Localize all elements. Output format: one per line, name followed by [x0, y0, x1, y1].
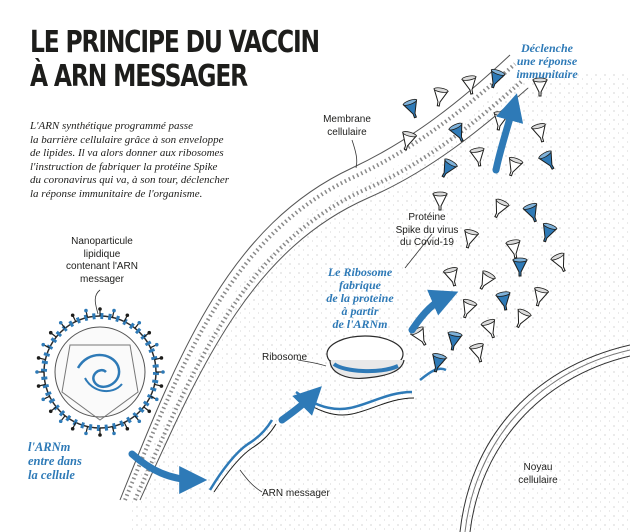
spike-protein-icon: [442, 267, 458, 287]
spike-protein-icon: [516, 308, 532, 329]
spike-protein-icon: [534, 287, 550, 307]
spike-protein-icon: [432, 191, 448, 211]
spike-protein-icon: [447, 331, 463, 351]
lipid-head: [154, 342, 159, 347]
spike-protein-icon: [468, 343, 484, 363]
spike-protein-icon: [479, 270, 497, 290]
mrna-label: ARN messager: [262, 488, 330, 499]
spike-protein-icon: [402, 131, 418, 151]
lipid-head: [41, 342, 46, 347]
spike-protein-icon: [512, 257, 528, 277]
lipid-head: [147, 409, 152, 414]
lipid-head: [154, 397, 159, 402]
spike-protein-icon: [494, 198, 510, 219]
spike-protein-icon: [480, 318, 496, 339]
nucleus-label: Noyau cellulaire: [518, 462, 558, 486]
spike-protein-icon: [448, 122, 464, 143]
lipid-head: [147, 330, 152, 335]
nanoparticle-lipid-spikes: [35, 307, 165, 437]
lipid-head: [70, 426, 75, 431]
cell-membrane: [119, 54, 529, 501]
lipid-head: [84, 308, 88, 313]
lipid-head: [161, 370, 165, 374]
intro-text: L'ARN synthétique programmé passe la bar…: [30, 120, 230, 200]
nanoparticle-label: Nanoparticule lipidique contenant l'ARN …: [66, 236, 138, 285]
lipid-head: [98, 307, 102, 311]
lipid-head: [137, 320, 142, 325]
spike-protein-icon: [462, 298, 478, 319]
spike-protein-icon: [508, 156, 524, 177]
lipid-head: [35, 370, 39, 374]
spike-protein-icon: [469, 147, 485, 167]
spike-protein-icon: [402, 98, 418, 119]
lipid-head: [125, 426, 130, 431]
lipid-head: [70, 313, 75, 318]
lipid-head: [41, 397, 46, 402]
immune-response-callout: Déclenche une réponse immunitaire: [516, 41, 578, 81]
membrane-label: Membrane cellulaire: [323, 114, 371, 138]
lipid-head: [58, 419, 63, 424]
lipid-head: [58, 320, 63, 325]
lipid-head: [112, 431, 116, 436]
lipid-head: [48, 409, 53, 414]
lipid-head: [137, 419, 142, 424]
spike-protein-icon: [461, 75, 477, 95]
leader-lines: [94, 139, 433, 493]
lipid-head: [112, 308, 116, 313]
spike-protein-icon: [550, 252, 566, 273]
lipid-head: [36, 356, 41, 360]
lipid-head: [48, 330, 53, 335]
ribosome-label: Ribosome: [262, 352, 308, 363]
title-line-1: LE PRINCIPE DU VACCIN: [30, 25, 320, 60]
spike-protein-icon: [537, 150, 555, 170]
spike-protein-icon: [432, 353, 448, 373]
spike-protein-icon: [522, 202, 538, 223]
spike-protein-icon: [433, 87, 449, 107]
spike-protein-icon: [532, 77, 548, 97]
ribosome: [326, 335, 405, 379]
mrna-enters-callout: l'ARNm entre dans la cellule: [28, 440, 82, 482]
spike-protein-icon: [505, 239, 521, 259]
lipid-head: [159, 384, 164, 388]
title-line-2: À ARN MESSAGER: [30, 59, 248, 94]
lipid-head: [159, 356, 164, 360]
nanoparticle: [41, 313, 159, 431]
spike-protein-icon: [441, 158, 459, 178]
lipid-head: [36, 384, 41, 388]
spike-protein-icon: [464, 229, 480, 249]
page-title: LE PRINCIPE DU VACCIN À ARN MESSAGER: [30, 25, 320, 94]
spike-protein-icon: [495, 291, 511, 311]
spike-protein-label: Protéine Spike du virus du Covid-19: [395, 212, 459, 248]
lipid-head: [125, 313, 130, 318]
nucleus: [459, 344, 630, 532]
lipid-head: [98, 433, 102, 437]
flow-arrows: [128, 93, 524, 494]
spike-protein-icon: [490, 68, 506, 89]
spike-protein-icon: [530, 123, 546, 143]
ribosome-callout: Le Ribosome fabrique de la proteine à pa…: [326, 265, 394, 331]
spike-protein-icon: [542, 222, 558, 243]
lipid-head: [84, 431, 88, 436]
